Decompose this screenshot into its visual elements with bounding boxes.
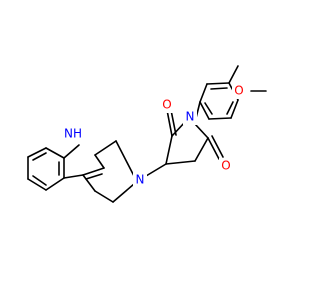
bond xyxy=(63,174,84,179)
bond xyxy=(32,175,47,186)
oxygen-atom-label: O xyxy=(234,84,243,98)
bond xyxy=(27,147,47,158)
bond xyxy=(45,177,65,191)
bond xyxy=(165,135,173,165)
bond xyxy=(194,137,209,162)
bond xyxy=(230,99,239,119)
bond xyxy=(204,102,213,115)
bond xyxy=(194,123,209,139)
bond xyxy=(207,137,220,160)
bond xyxy=(32,152,47,161)
bond xyxy=(165,160,196,165)
bond xyxy=(82,167,105,176)
nh-atom-label: NH xyxy=(64,127,82,141)
bond xyxy=(170,109,177,136)
bond xyxy=(45,147,65,159)
oxygen-atom-label: O xyxy=(221,159,230,173)
indole-pyrrole-ring xyxy=(63,144,105,180)
bond xyxy=(199,101,210,120)
molecule-structure: NH N N O O O xyxy=(27,65,267,203)
bond xyxy=(115,140,135,177)
bond xyxy=(206,82,230,85)
bond xyxy=(145,163,167,177)
bond xyxy=(112,183,135,203)
bond xyxy=(85,173,103,180)
succinimide-ring xyxy=(165,109,224,165)
bond xyxy=(94,140,117,156)
bond xyxy=(27,178,47,191)
bond xyxy=(63,144,80,159)
bond xyxy=(211,135,224,158)
methoxyphenyl-ring xyxy=(199,82,239,120)
indole-benzene-ring xyxy=(27,147,65,191)
bond xyxy=(208,117,232,120)
bond xyxy=(166,109,173,137)
bond xyxy=(171,121,186,137)
oxygen-atom-label: O xyxy=(162,98,171,112)
bond xyxy=(228,65,239,84)
bond xyxy=(210,87,228,90)
bond xyxy=(94,190,114,203)
bond xyxy=(226,101,234,115)
bond xyxy=(82,174,96,192)
bond xyxy=(199,83,208,103)
atom-label-group: NH N N O O O xyxy=(61,83,246,188)
nitrogen-atom-label: N xyxy=(136,173,145,187)
tetrahydropyridine-ring xyxy=(82,140,135,203)
structure-canvas: NH N N O O O xyxy=(27,65,267,203)
bond xyxy=(94,154,105,169)
nitrogen-atom-label: N xyxy=(186,110,195,124)
